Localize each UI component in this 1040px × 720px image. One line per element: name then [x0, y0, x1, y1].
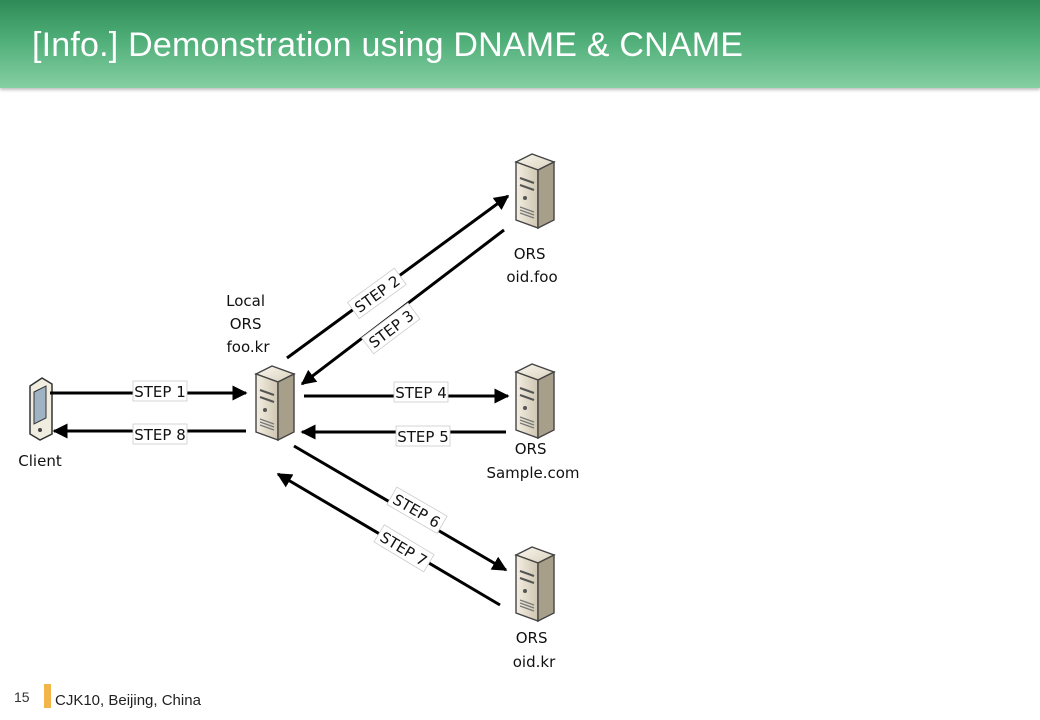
ors-oid-kr-server-icon [515, 546, 555, 622]
svg-text:STEP 4: STEP 4 [395, 384, 447, 402]
page-number: 15 [14, 689, 30, 705]
ors-oid-foo-server-icon [515, 153, 555, 229]
svg-text:STEP 5: STEP 5 [397, 428, 449, 446]
slide-title: [Info.] Demonstration using DNAME & CNAM… [32, 26, 744, 64]
footer-accent-bar [44, 684, 51, 708]
client-label: Client [18, 452, 62, 470]
svg-text:STEP 8: STEP 8 [134, 426, 186, 444]
ors-sample-server-icon [515, 363, 555, 439]
local-ors-server-icon [255, 365, 295, 441]
step-label-8: STEP 8 [132, 423, 188, 445]
ors-sample-label: ORS Sample.com [486, 440, 579, 482]
footer-event: CJK10, Beijing, China [55, 692, 201, 709]
step-label-4: STEP 4 [393, 381, 449, 403]
step-label-5: STEP 5 [395, 425, 451, 447]
step-label-6: STEP 6 [386, 486, 448, 534]
client-device-icon [29, 377, 53, 441]
ors-oid-kr-label: ORS oid.kr [513, 629, 556, 671]
ors-oid-foo-label: ORS oid.foo [506, 245, 557, 286]
svg-text:STEP 7: STEP 7 [377, 528, 430, 570]
slide-header: [Info.] Demonstration using DNAME & CNAM… [0, 0, 1040, 88]
step-label-7: STEP 7 [373, 524, 435, 573]
local-ors-label: Local ORS foo.kr [226, 292, 270, 356]
step-label-1: STEP 1 [132, 380, 188, 402]
svg-text:STEP 1: STEP 1 [134, 383, 186, 401]
